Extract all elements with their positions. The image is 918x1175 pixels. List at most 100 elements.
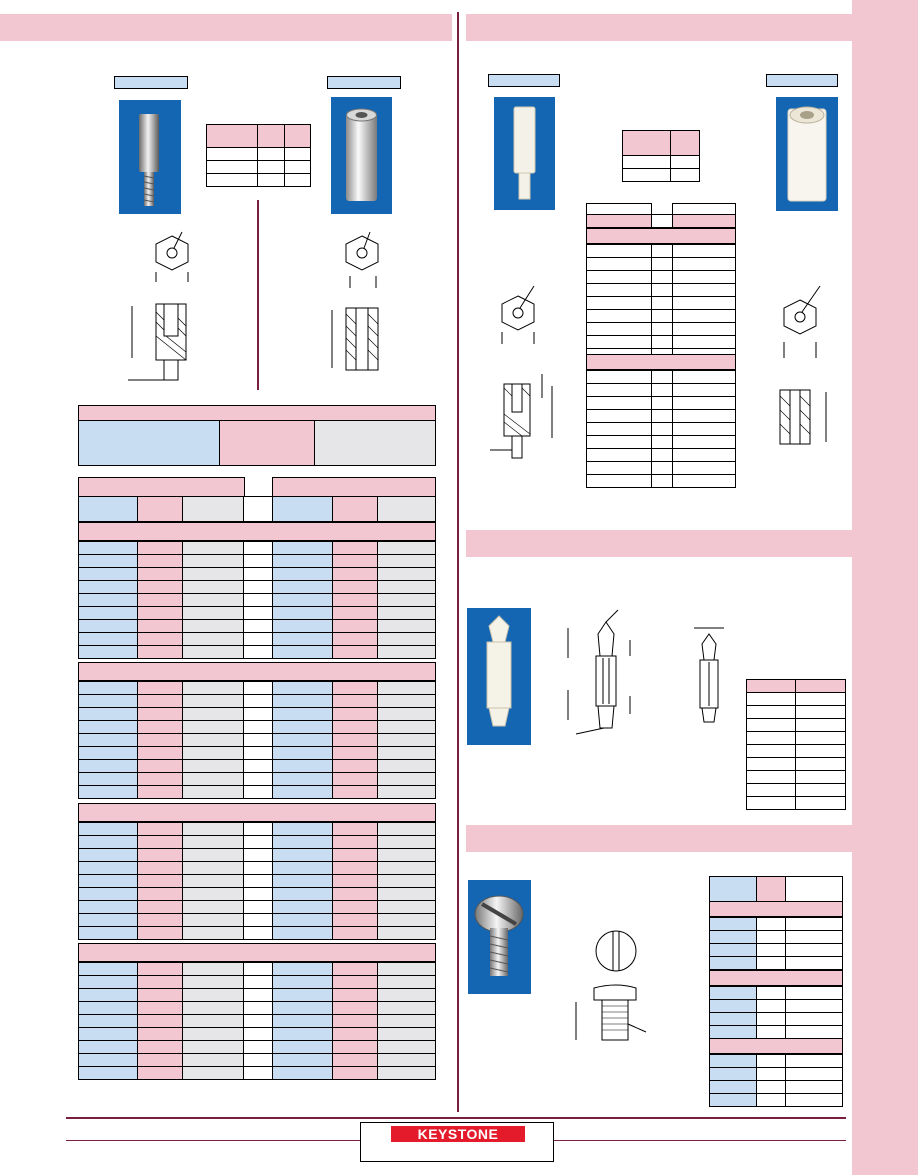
table-row-cell (332, 874, 378, 888)
screw-table-row-cell (709, 1054, 757, 1068)
table-row-cell (377, 785, 436, 799)
standoff-section-view-left-2 (331, 307, 379, 371)
screw-table-row-cell (709, 1093, 757, 1107)
screw-table-row-cell (785, 1093, 843, 1107)
table-row-cell (332, 606, 378, 620)
table-row-cell (78, 962, 138, 976)
nylon-hex-female-female-icon (787, 106, 827, 202)
table-row-cell (78, 593, 138, 607)
table-row-cell (137, 541, 183, 555)
table-section-band (78, 803, 436, 822)
table-row-cell (182, 900, 244, 914)
table-row-cell (377, 772, 436, 786)
table-row-cell (137, 606, 183, 620)
screw-table-row-cell (756, 1025, 786, 1039)
table-row-cell (243, 694, 273, 708)
table-row-cell (182, 645, 244, 659)
table-row-cell (182, 619, 244, 633)
table-row-cell (272, 759, 333, 773)
table-row-cell (377, 694, 436, 708)
nylon-table-row-cell (651, 422, 673, 436)
screw-table-row-cell (709, 986, 757, 1000)
table-row-cell (182, 733, 244, 747)
screw-table-row-cell (756, 1054, 786, 1068)
nylon-table-header-mid (651, 214, 673, 228)
keystone-logo: KEYSTONE (391, 1126, 525, 1142)
screw-table-row-cell (709, 930, 757, 944)
table-row-cell (377, 759, 436, 773)
table-row-cell (78, 1014, 138, 1028)
table-section-band (78, 943, 436, 962)
nylon-table-row-cell (651, 435, 673, 449)
table-row-cell (137, 694, 183, 708)
table-row-cell (243, 759, 273, 773)
hex-end-view-right-2 (783, 285, 821, 358)
nylon-table-row-cell (672, 335, 736, 349)
table-row-cell (78, 681, 138, 695)
table-group-header-left (78, 477, 245, 497)
nylon-table-row-cell (672, 370, 736, 384)
nylon-table-row-cell (651, 409, 673, 423)
table-row-cell (272, 606, 333, 620)
screw-table-section-band (709, 970, 843, 986)
table-row-cell (332, 707, 378, 721)
small-table-right (622, 130, 700, 182)
table-row-cell (243, 1040, 273, 1054)
nylon-table-row-cell (586, 383, 652, 397)
screw-table-head-blue (709, 876, 757, 902)
table-row-cell (272, 785, 333, 799)
nylon-table-section-band (586, 228, 736, 244)
table-row-cell (332, 887, 378, 901)
table-row-cell (137, 707, 183, 721)
table-row-cell (243, 1027, 273, 1041)
nylon-table-row-cell (651, 270, 673, 284)
table-row-cell (243, 593, 273, 607)
table-row-cell (137, 580, 183, 594)
table-row-cell (332, 1001, 378, 1015)
nylon-table-row-cell (586, 370, 652, 384)
hex-standoff-female-female-icon (346, 108, 377, 201)
table-row-cell (182, 707, 244, 721)
screw-table-row-cell (756, 1080, 786, 1094)
table-row-cell (377, 988, 436, 1002)
label-box-right-2 (766, 74, 838, 87)
table-row-cell (272, 887, 333, 901)
table-row-cell (78, 554, 138, 568)
table-row-cell (272, 593, 333, 607)
table-row-cell (78, 900, 138, 914)
table-row-cell (78, 887, 138, 901)
screw-table-section-band (709, 1038, 843, 1054)
nylon-table-row-cell (672, 422, 736, 436)
screw-table-row-cell (785, 943, 843, 957)
table-row-cell (182, 1040, 244, 1054)
screw-table-row-cell (709, 917, 757, 931)
table-row-cell (78, 733, 138, 747)
screw-table-row-cell (709, 943, 757, 957)
photo-male-female-standoff (119, 100, 181, 214)
table-row-cell (137, 554, 183, 568)
table-row-cell (243, 835, 273, 849)
table-row-cell (332, 1040, 378, 1054)
nylon-table-row-cell (672, 461, 736, 475)
screw-table-row-cell (785, 1012, 843, 1026)
snap-spacer-table (746, 679, 846, 810)
screw-table-row-cell (709, 999, 757, 1013)
table-row-cell (272, 822, 333, 836)
table-row-cell (377, 887, 436, 901)
nylon-table-row-cell (651, 448, 673, 462)
table-row-cell (243, 822, 273, 836)
table-row-cell (332, 733, 378, 747)
table-row-cell (377, 1014, 436, 1028)
nylon-table-row-cell (651, 309, 673, 323)
table-row-cell (78, 975, 138, 989)
nylon-table-row-cell (651, 322, 673, 336)
table-row-cell (243, 785, 273, 799)
table-row-cell (272, 733, 333, 747)
table-row-cell (182, 887, 244, 901)
screw-table-row-cell (785, 917, 843, 931)
table-row-cell (272, 707, 333, 721)
table-row-cell (182, 1014, 244, 1028)
table-row-cell (332, 1027, 378, 1041)
hex-end-view-right-1 (501, 285, 535, 344)
nylon-table-row-cell (586, 396, 652, 410)
